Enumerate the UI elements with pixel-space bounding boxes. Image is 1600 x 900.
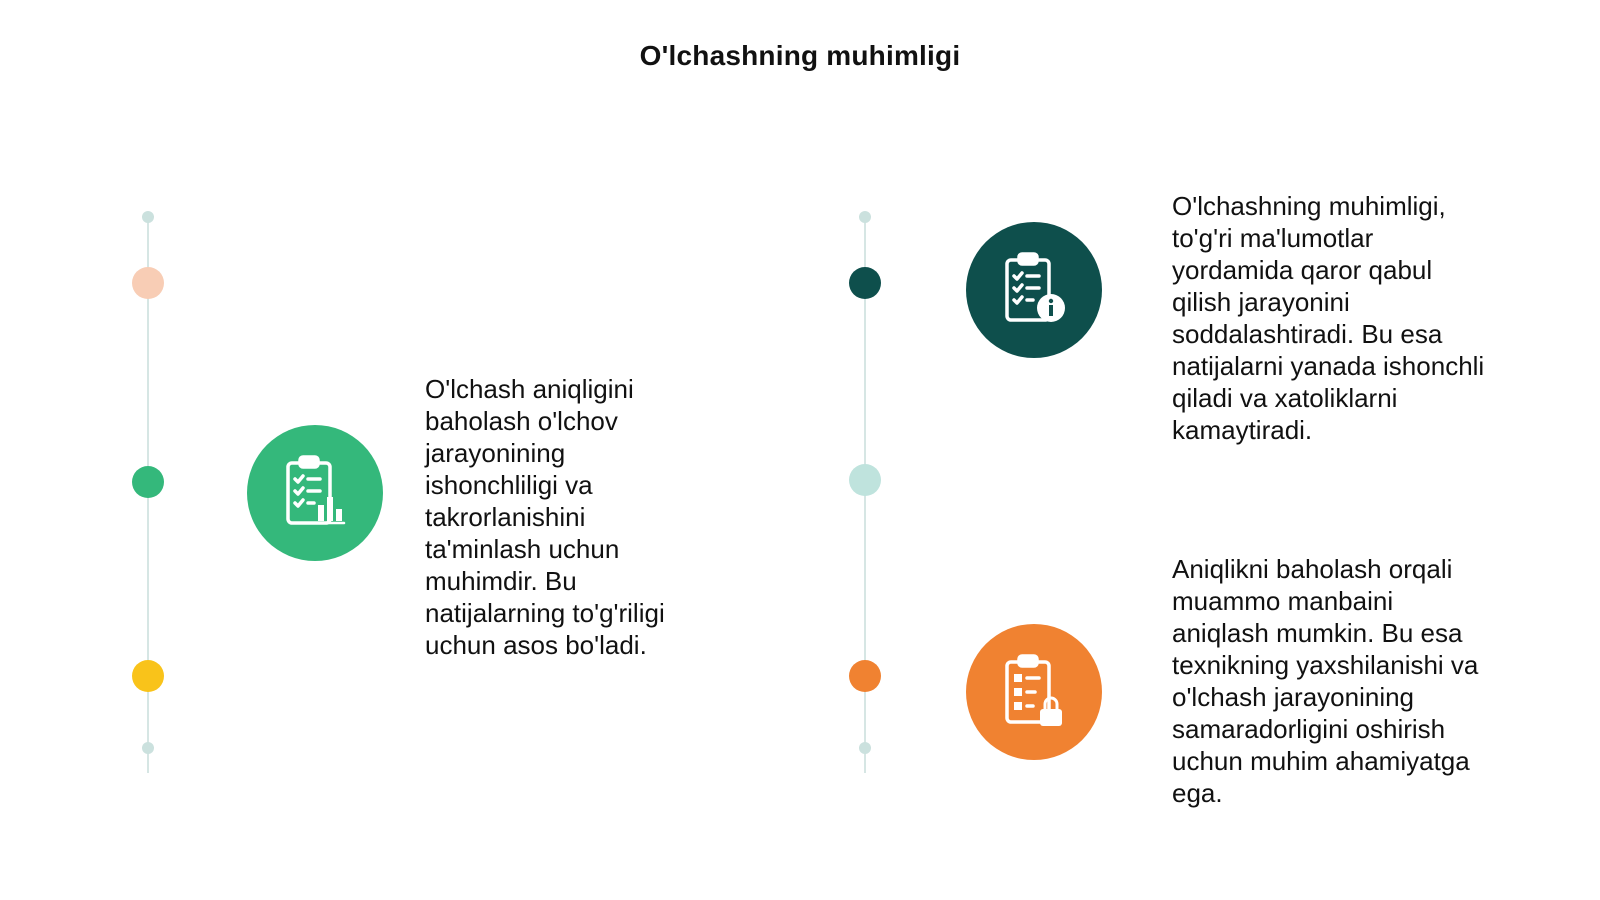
item-text-1: O'lchash aniqligini baholash o'lchov jar… [425, 374, 665, 660]
item-text-2: O'lchashning muhimligi, to'g'ri ma'lumot… [1172, 191, 1485, 445]
timeline-cap-bottom [859, 742, 871, 754]
item-text-3: Aniqlikni baholash orqali muammo manbain… [1172, 554, 1479, 808]
timeline-right [845, 211, 885, 773]
timeline-dot-dark-teal [849, 267, 881, 299]
timeline-dot-pale-teal [849, 464, 881, 496]
timeline-dot-green [132, 466, 164, 498]
clipboard-chart-icon [247, 425, 383, 561]
timeline-dot-yellow [132, 660, 164, 692]
timeline-cap-bottom [142, 742, 154, 754]
timeline-dot-orange [849, 660, 881, 692]
timeline-cap-top [859, 211, 871, 223]
timeline-dot-peach [132, 267, 164, 299]
page-title: O'lchashning muhimligi [639, 40, 961, 71]
clipboard-info-icon [966, 222, 1102, 358]
clipboard-lock-icon [966, 624, 1102, 760]
timeline-left [128, 211, 168, 773]
timeline-cap-top [142, 211, 154, 223]
